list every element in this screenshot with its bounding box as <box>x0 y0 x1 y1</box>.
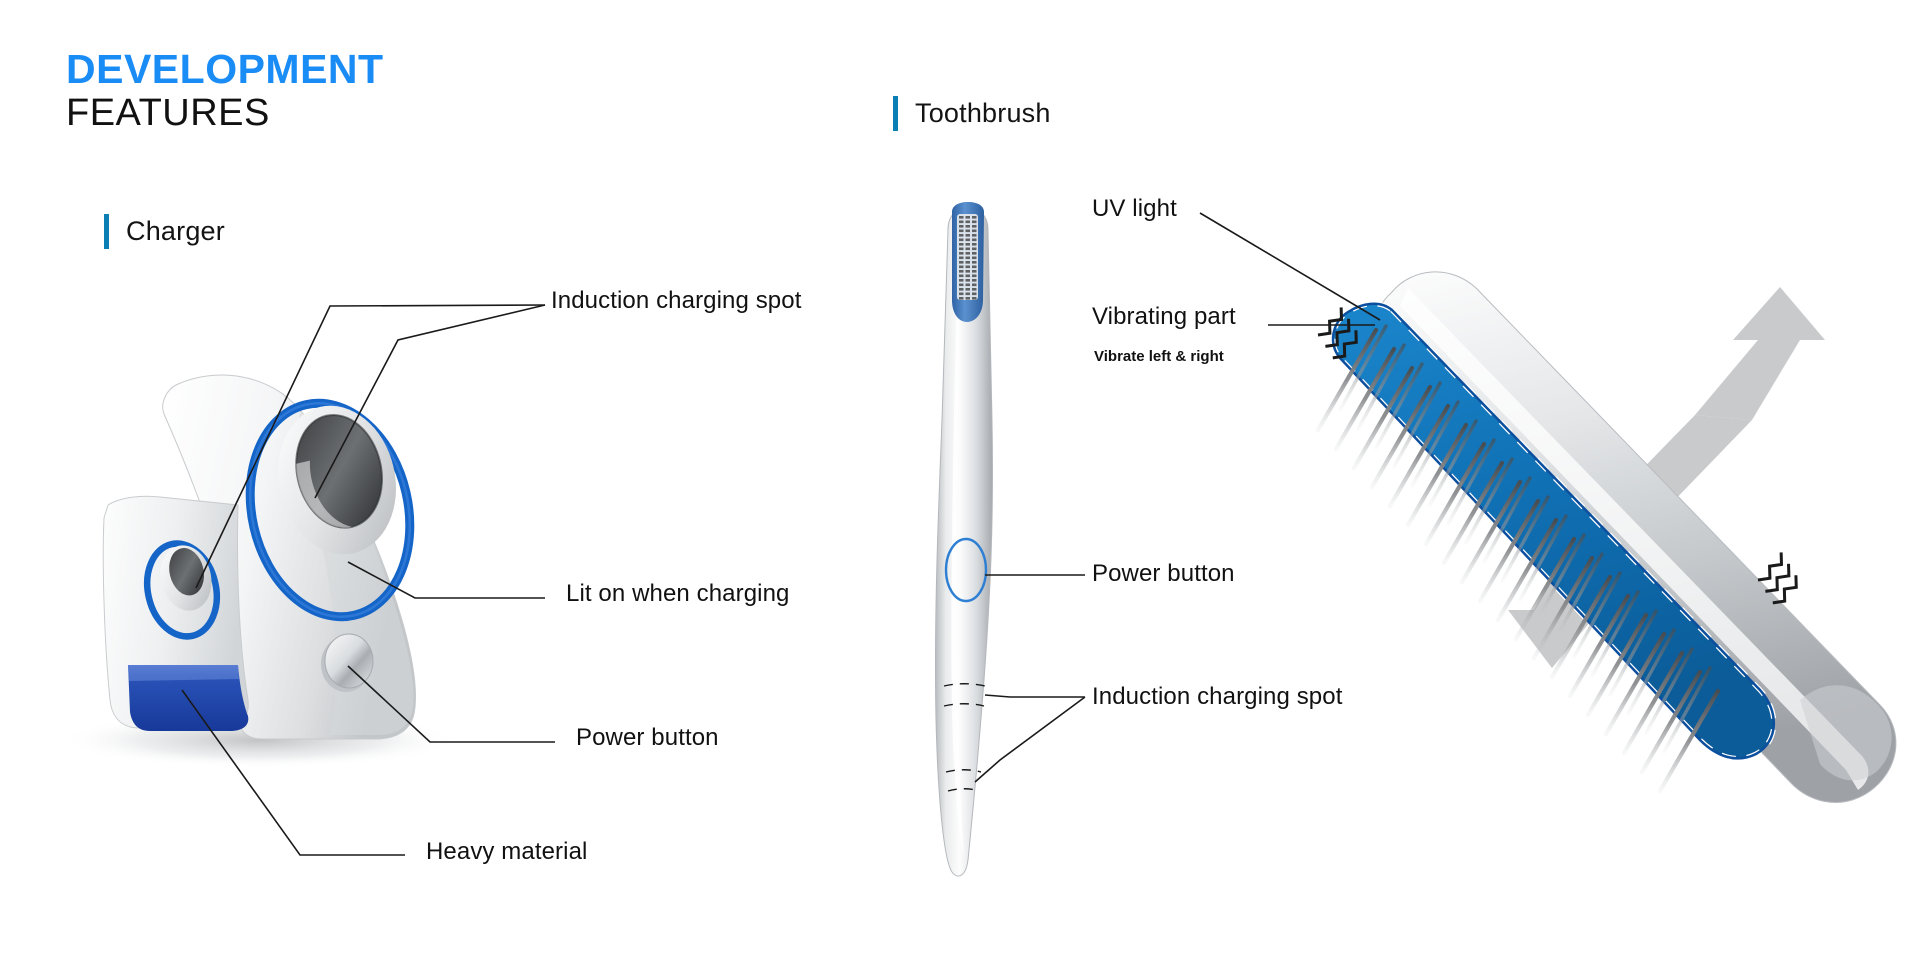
toothbrush-power-button <box>944 537 988 603</box>
charger-leader-lines <box>181 304 555 856</box>
section-label-charger: Charger <box>126 216 225 246</box>
callout-toothbrush-vibrate-left-and-right: Vibrate left & right <box>1094 348 1224 365</box>
charger-illustration <box>60 304 555 856</box>
vibration-zigzag-icon <box>1317 307 1798 605</box>
page-title: DEVELOPMENT FEATURES <box>66 48 384 135</box>
vibration-direction-arrow <box>1508 287 1825 668</box>
accent-bar-icon <box>893 96 898 131</box>
toothbrush-uv-panel <box>952 202 984 322</box>
section-label-toothbrush: Toothbrush <box>915 98 1051 128</box>
section-heading-charger: Charger <box>104 214 225 249</box>
callout-charger-power-button: Power button <box>576 724 719 751</box>
toothbrush-leader-lines <box>974 574 1086 783</box>
callout-charger-lit-on-when-charging: Lit on when charging <box>566 580 790 607</box>
brush-head-plate <box>1330 301 1777 761</box>
callout-toothbrush-induction-charging-spot: Induction charging spot <box>1092 683 1343 710</box>
charger-heavy-material-base <box>128 665 249 731</box>
toothbrush-illustration <box>934 202 1086 877</box>
title-line-features: FEATURES <box>66 92 270 135</box>
toothbrush-handle <box>934 207 994 877</box>
toothbrush-induction-bands <box>943 683 986 792</box>
callout-charger-heavy-material: Heavy material <box>426 838 588 865</box>
callout-toothbrush-vibrating-part: Vibrating part <box>1092 303 1236 330</box>
accent-bar-icon <box>104 214 109 249</box>
callout-toothbrush-power-button: Power button <box>1092 560 1235 587</box>
brush-bristles-back <box>1338 324 1712 754</box>
charger-power-button <box>321 633 374 692</box>
uv-led-grid <box>959 216 977 300</box>
title-line-development: DEVELOPMENT <box>66 46 384 92</box>
callout-toothbrush-uv-light: UV light <box>1092 195 1177 222</box>
charger-lit-ring <box>245 398 415 622</box>
brush-handle-shaft <box>1373 271 1897 803</box>
section-heading-toothbrush: Toothbrush <box>893 96 1051 131</box>
callout-charger-induction-charging-spot: Induction charging spot <box>551 287 802 314</box>
brush-head-closeup <box>1199 212 1897 803</box>
brush-bristles <box>1315 327 1721 794</box>
